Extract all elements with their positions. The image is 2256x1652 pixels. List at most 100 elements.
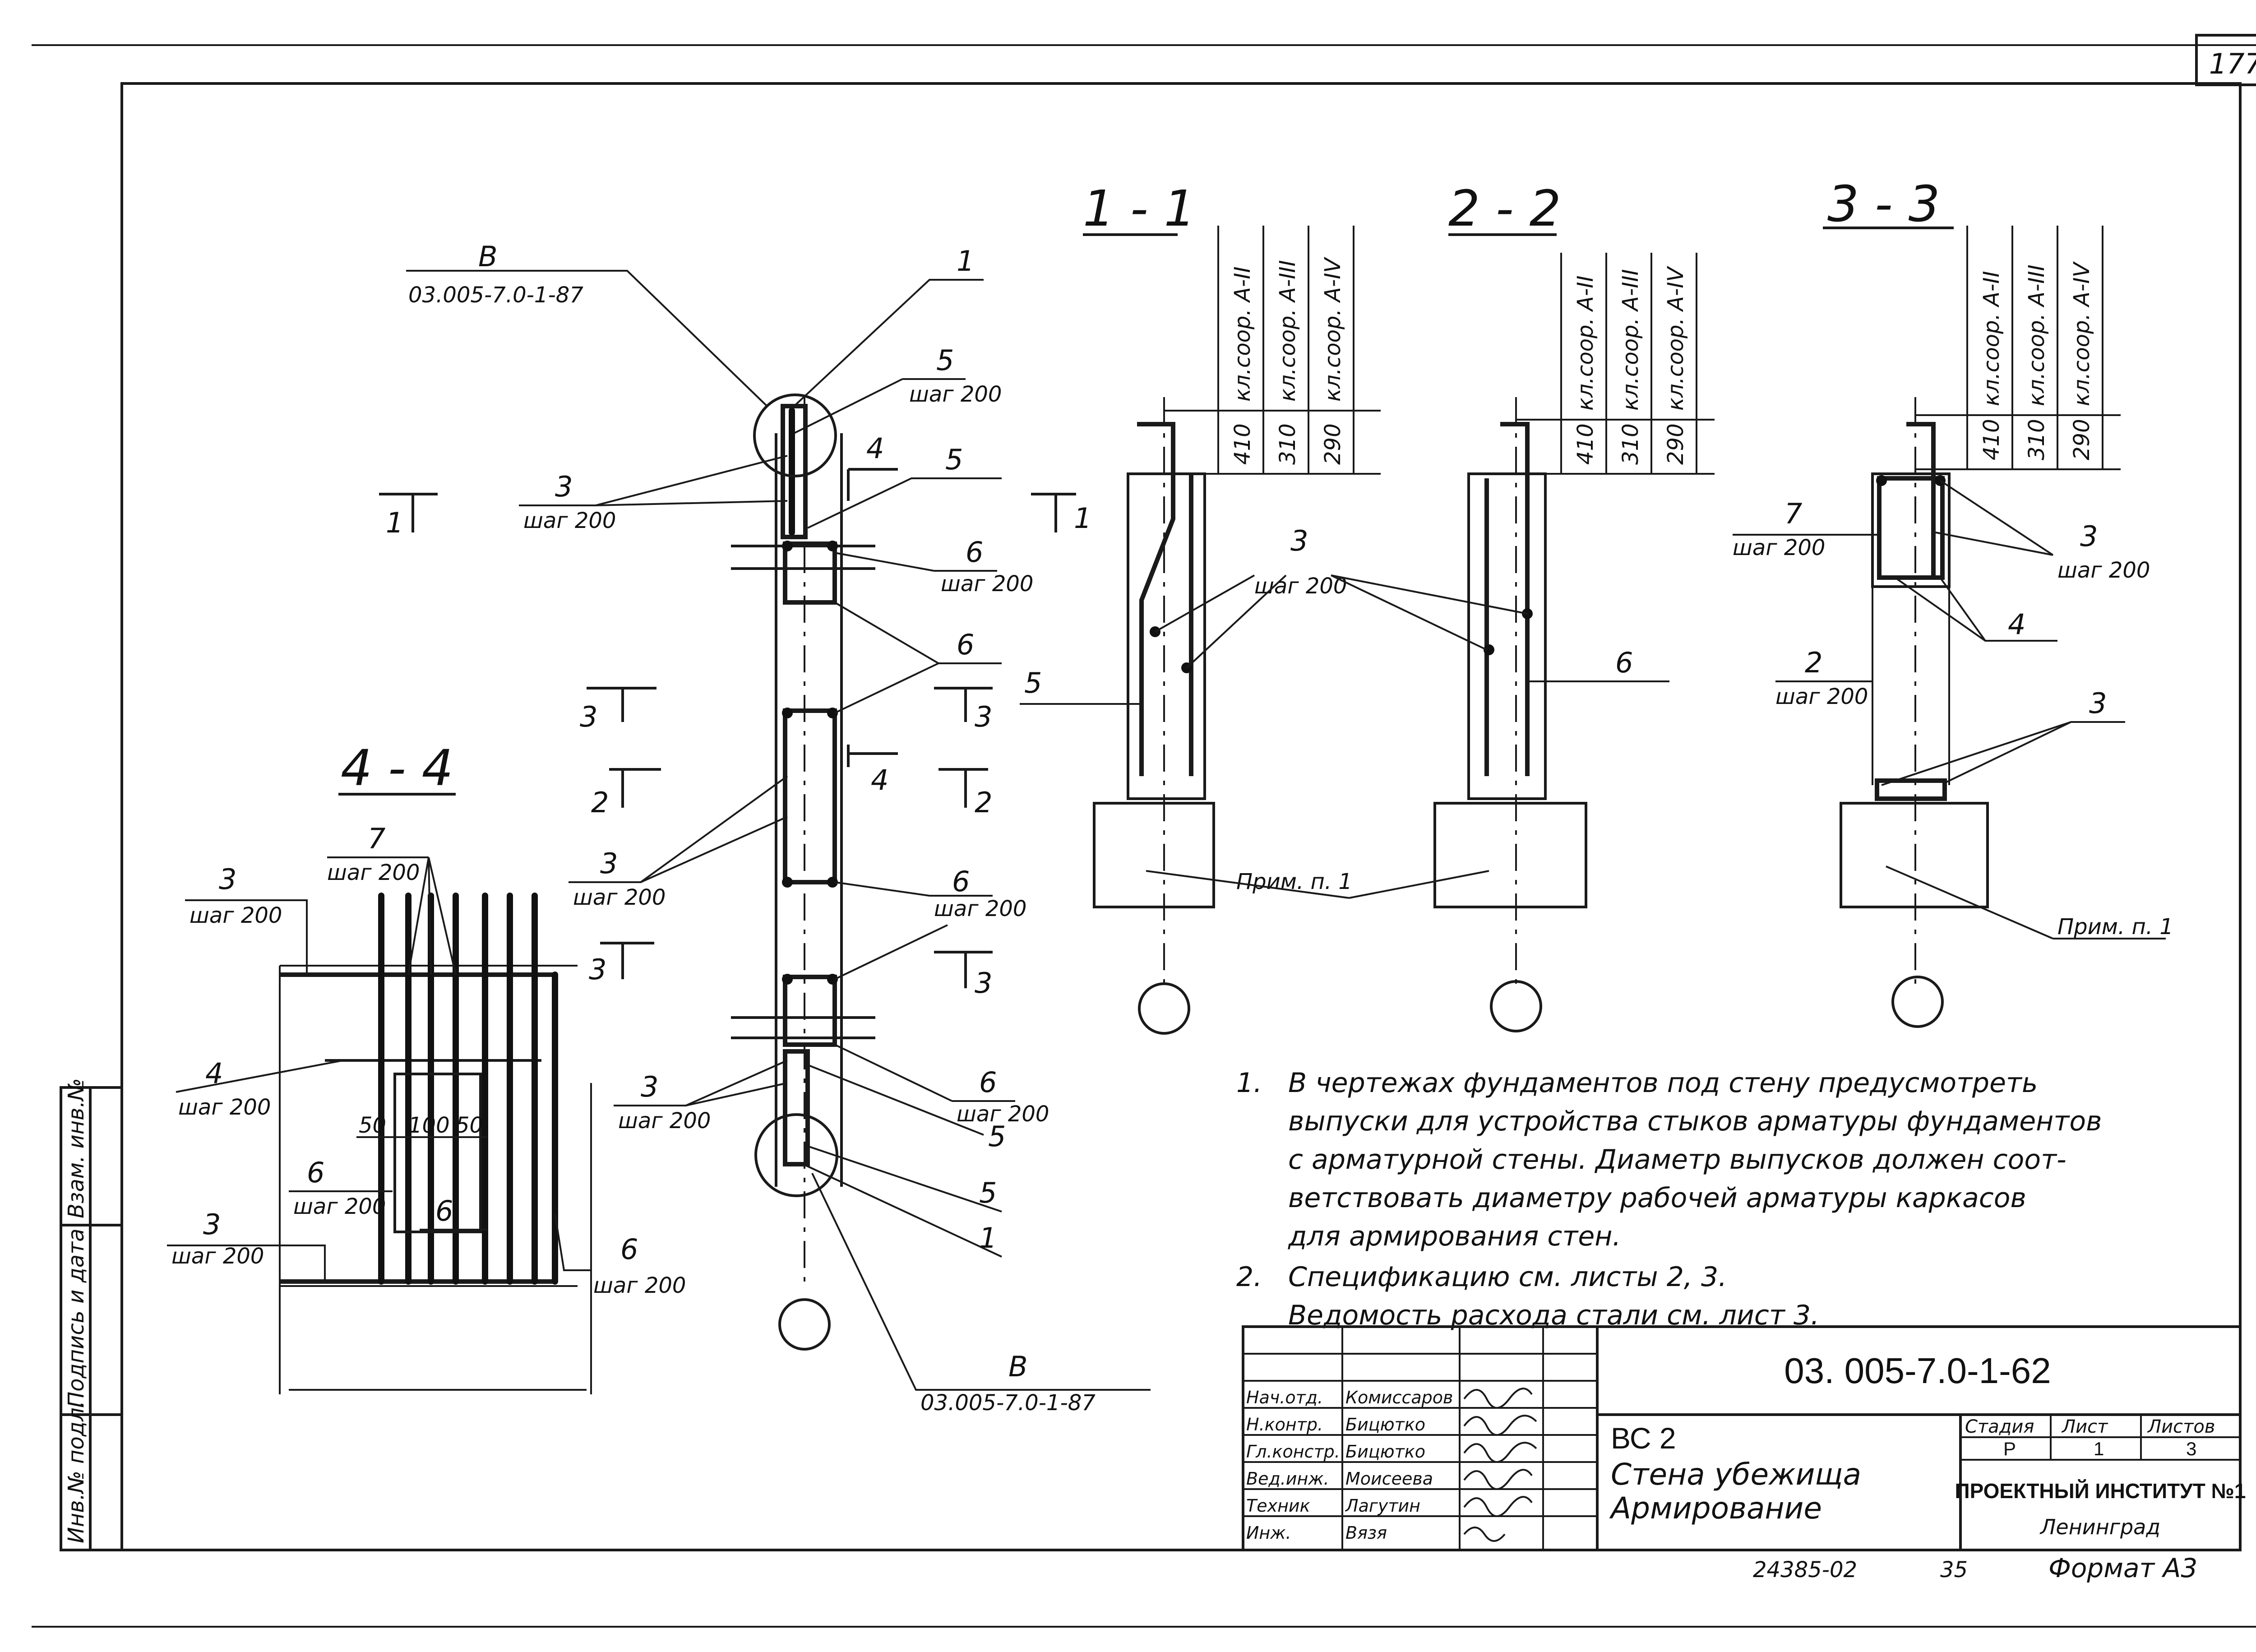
cut-3-right-a: 3 bbox=[975, 700, 992, 733]
sheets-header: Листов bbox=[2147, 1416, 2215, 1437]
pos-5-mid: 5 bbox=[945, 443, 963, 476]
cut-3-left-b: 3 bbox=[589, 953, 606, 986]
note-1-line3: с арматурной стены. Диаметр выпусков дол… bbox=[1288, 1144, 2066, 1175]
pos-5-low-b: 5 bbox=[979, 1176, 997, 1209]
pos-3-s33-a: 3 bbox=[2080, 520, 2098, 553]
section-4-4-title: 4 - 4 bbox=[341, 739, 453, 797]
footer-format: Формат А3 bbox=[2048, 1553, 2197, 1583]
cls-2-2-a: кл.соор. А-II bbox=[1573, 275, 1598, 411]
name-1: Бицютко bbox=[1345, 1415, 1425, 1435]
cls-1-1-b: кл.соор. А-III bbox=[1275, 260, 1300, 402]
axis-bubble-main bbox=[778, 1298, 831, 1351]
section-2-2: 2 - 2 3 шаг 200 6 bbox=[1155, 180, 1669, 1032]
pitch-5-top: шаг 200 bbox=[909, 382, 1002, 407]
doc-code: 03. 005-7.0-1-62 bbox=[1784, 1351, 2051, 1391]
pitch-2-s33: шаг 200 bbox=[1775, 684, 1868, 709]
pos-6-s44-c: 6 bbox=[620, 1233, 638, 1266]
signature-1 bbox=[1463, 1415, 1537, 1436]
cls-3-3-b: кл.соор. А-III bbox=[2024, 264, 2049, 406]
cut-2-right: 2 bbox=[975, 786, 992, 819]
pitch-3-s22: шаг 200 bbox=[1254, 574, 1347, 599]
ref-b-bottom-code: 03.005-7.0-1-87 bbox=[920, 1390, 1096, 1416]
role-0: Нач.отд. bbox=[1246, 1388, 1323, 1407]
pitch-3-s33-a: шаг 200 bbox=[2057, 558, 2150, 583]
section-3-3: 3 - 3 кл.соор. А-II кл.соор. А-III кл.со… bbox=[1733, 175, 2173, 1028]
pos-5-s11: 5 bbox=[1024, 666, 1042, 699]
sheet-frame: 177 bbox=[32, 34, 2256, 1628]
cut-1-left: 1 bbox=[386, 506, 403, 539]
section-1-1: 1 - 1 5 Прим. п. 1 bbox=[1020, 180, 1352, 1035]
axis-bubble-2-2 bbox=[1490, 980, 1542, 1032]
signature-4 bbox=[1463, 1496, 1533, 1517]
pitch-6-s44-a: шаг 200 bbox=[293, 1194, 386, 1219]
pitch-6-a: шаг 200 bbox=[941, 571, 1033, 597]
cls-1-1-c: кл.соор. А-IV bbox=[1320, 257, 1345, 402]
dim-50b: 50 bbox=[456, 1113, 483, 1138]
pos-3-s22: 3 bbox=[1290, 524, 1308, 557]
footer: 24385-02 35 Формат А3 bbox=[1753, 1553, 2197, 1583]
side-stamp: Инв.№ подл. Подпись и дата Взам. инв.№ bbox=[60, 1078, 123, 1551]
note-2-num: 2. bbox=[1236, 1261, 1262, 1293]
sheet-number: 177 bbox=[2209, 47, 2256, 80]
section-1-1-title: 1 - 1 bbox=[1083, 180, 1196, 237]
name-4: Лагутин bbox=[1345, 1496, 1420, 1516]
name-3: Моисеева bbox=[1345, 1469, 1433, 1489]
signature-2 bbox=[1463, 1442, 1537, 1463]
class-table-1-1: кл.соор. А-II кл.соор. А-III кл.соор. А-… bbox=[1164, 226, 1381, 475]
role-2: Гл.констр. bbox=[1246, 1442, 1340, 1462]
wall-elevation bbox=[731, 393, 875, 1351]
pos-4-s33: 4 bbox=[2008, 608, 2025, 641]
sheet-header: Лист bbox=[2061, 1416, 2108, 1437]
dim-50a: 50 bbox=[359, 1113, 386, 1138]
name-5: Вязя bbox=[1345, 1523, 1387, 1543]
cls-2-2-b: кл.соор. А-III bbox=[1618, 269, 1643, 411]
pitch-6-c: шаг 200 bbox=[934, 896, 1026, 921]
cut-1-right: 1 bbox=[1074, 502, 1091, 535]
note-2-line1: Спецификацию см. листы 2, 3. bbox=[1288, 1261, 1727, 1293]
axis-bubble-1-1 bbox=[1138, 982, 1190, 1035]
cut-3-left-a: 3 bbox=[580, 700, 597, 733]
ref-b-bottom-letter: В bbox=[1008, 1350, 1028, 1383]
pos-3-s33-b: 3 bbox=[2089, 687, 2107, 720]
pos-6-d: 6 bbox=[979, 1066, 997, 1099]
detail-circle-bottom bbox=[754, 1113, 838, 1197]
pos-6-b: 6 bbox=[957, 628, 974, 661]
pos-3-low: 3 bbox=[641, 1070, 658, 1103]
detail-circle-top bbox=[753, 393, 837, 477]
notes: 1. В чертежах фундаментов под стену пред… bbox=[1236, 1067, 2102, 1331]
pos-3-s44-b: 3 bbox=[203, 1208, 221, 1241]
h-2-2-b: 310 bbox=[1618, 423, 1643, 465]
signature-3 bbox=[1463, 1469, 1533, 1490]
h-2-2-a: 410 bbox=[1573, 423, 1598, 465]
org-city: Ленинград bbox=[2039, 1515, 2160, 1539]
cut-2-left: 2 bbox=[591, 786, 609, 819]
pos-2-s33: 2 bbox=[1805, 646, 1822, 679]
stamp-replace: Взам. инв.№ bbox=[64, 1078, 89, 1218]
cls-3-3-a: кл.соор. А-II bbox=[1979, 271, 2004, 406]
pos-6-s22: 6 bbox=[1615, 646, 1633, 679]
pos-6-s44-a: 6 bbox=[307, 1156, 324, 1189]
signature-0 bbox=[1463, 1388, 1533, 1409]
pos-7-s44: 7 bbox=[368, 822, 385, 855]
sheet-value: 1 bbox=[2094, 1438, 2104, 1459]
footer-order: 24385-02 bbox=[1753, 1557, 1857, 1583]
pitch-3-top: шаг 200 bbox=[523, 508, 616, 533]
role-1: Н.контр. bbox=[1246, 1415, 1323, 1435]
stamp-sign: Подпись и дата bbox=[64, 1228, 89, 1408]
pos-3-s44-a: 3 bbox=[219, 863, 236, 896]
sheets-value: 3 bbox=[2186, 1438, 2196, 1459]
h-1-1-a: 410 bbox=[1230, 423, 1255, 465]
doc-mark: ВС 2 bbox=[1611, 1421, 1676, 1455]
h-2-2-c: 290 bbox=[1663, 423, 1688, 465]
pitch-3-low: шаг 200 bbox=[618, 1108, 711, 1134]
stamp-inv: Инв.№ подл. bbox=[64, 1401, 89, 1543]
elevation-callouts: В 03.005-7.0-1-87 1 5 шаг 200 3 шаг 200 … bbox=[379, 240, 1151, 1416]
ref-b-top-code: 03.005-7.0-1-87 bbox=[408, 282, 583, 308]
signature-5 bbox=[1463, 1527, 1506, 1542]
pos-6-a: 6 bbox=[966, 536, 983, 569]
section-3-3-title: 3 - 3 bbox=[1827, 175, 1940, 233]
pos-1-bottom: 1 bbox=[979, 1222, 997, 1254]
section-4-4: 4 - 4 7 шаг 200 3 шаг 200 4 шаг 200 6 ша… bbox=[167, 739, 686, 1394]
role-5: Инж. bbox=[1246, 1523, 1291, 1543]
footer-num: 35 bbox=[1940, 1557, 1968, 1583]
